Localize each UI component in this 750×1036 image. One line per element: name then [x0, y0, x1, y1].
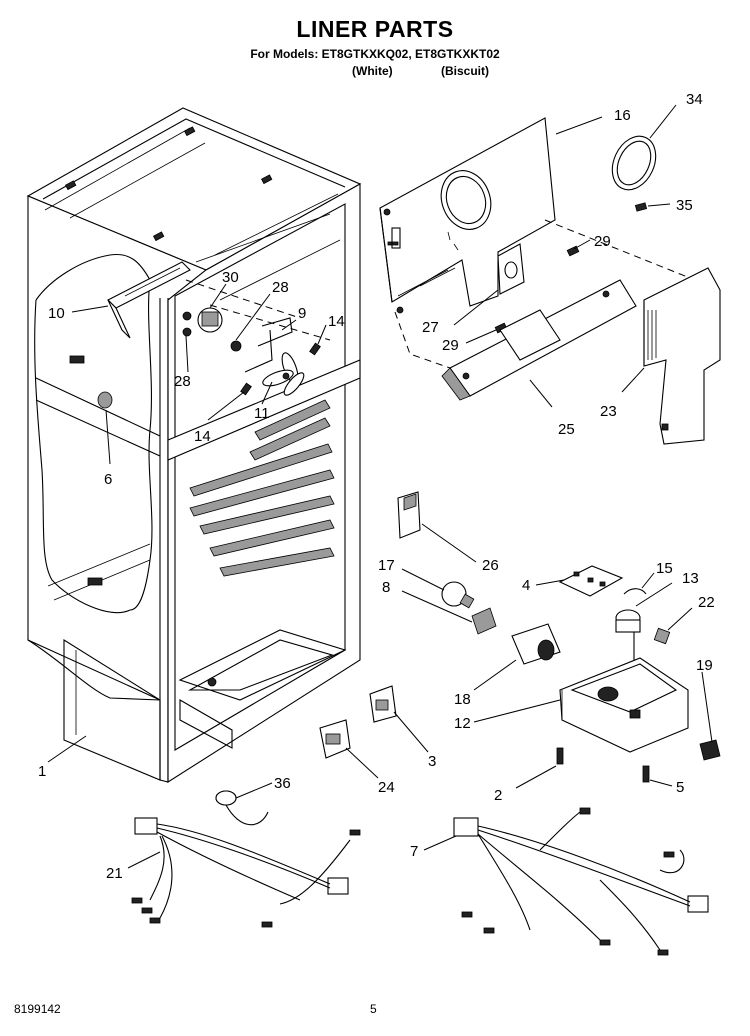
callout-27: 27	[422, 319, 439, 336]
models-line: For Models: ET8GTKXKQ02, ET8GTKXKT02	[250, 47, 500, 61]
upper-parts	[97, 261, 331, 409]
callout-2: 2	[494, 787, 502, 804]
callout-7: 7	[410, 843, 418, 860]
callout-29-lower: 29	[442, 337, 459, 354]
air-duct	[441, 279, 637, 401]
callout-labels: 34 16 35 29 27 29 25 23 10 30 28 9 14 28…	[38, 91, 715, 882]
callout-28-lower: 28	[174, 373, 191, 390]
switch-part	[397, 491, 421, 539]
callout-8: 8	[382, 579, 390, 596]
harness-21	[131, 790, 361, 928]
callout-35: 35	[676, 197, 693, 214]
connector-3	[369, 685, 397, 723]
callout-5: 5	[676, 779, 684, 796]
callout-22: 22	[698, 594, 715, 611]
callout-29-upper: 29	[594, 233, 611, 250]
callout-34: 34	[686, 91, 703, 108]
control-board	[558, 565, 624, 597]
callout-4: 4	[522, 577, 530, 594]
evaporator-cover	[379, 117, 556, 314]
callout-10: 10	[48, 305, 65, 322]
control-housing	[559, 657, 689, 753]
fan-blade	[262, 352, 305, 396]
callout-12: 12	[454, 715, 471, 732]
callout-17: 17	[378, 557, 395, 574]
fan-ring	[611, 135, 657, 191]
callout-21: 21	[106, 865, 123, 882]
callout-19: 19	[696, 657, 713, 674]
shelf-rails	[189, 399, 335, 577]
callout-18: 18	[454, 691, 471, 708]
callout-30: 30	[222, 269, 239, 286]
callout-9: 9	[298, 305, 306, 322]
callout-25: 25	[558, 421, 575, 438]
thermostat	[615, 609, 641, 670]
light-shield	[511, 623, 561, 665]
callout-28-upper: 28	[272, 279, 289, 296]
variant-biscuit: (Biscuit)	[441, 64, 489, 78]
callout-26: 26	[482, 557, 499, 574]
harness-7	[453, 807, 709, 956]
callout-3: 3	[428, 753, 436, 770]
variant-white: (White)	[352, 64, 393, 78]
connector-24	[319, 719, 351, 759]
callout-15: 15	[656, 560, 673, 577]
page-number: 5	[370, 1002, 377, 1016]
leader-lines	[47, 104, 713, 869]
callout-36: 36	[274, 775, 291, 792]
callout-14-left: 14	[194, 428, 211, 445]
liner-cabinet	[26, 107, 362, 784]
page-title: LINER PARTS	[296, 16, 454, 42]
callout-16: 16	[614, 107, 631, 124]
side-duct	[643, 267, 721, 445]
doc-number: 8199142	[14, 1002, 61, 1016]
connector-36	[215, 790, 237, 806]
bulb	[441, 581, 475, 609]
callout-1: 1	[38, 763, 46, 780]
callout-24: 24	[378, 779, 395, 796]
callout-14-right: 14	[328, 313, 345, 330]
callout-6: 6	[104, 471, 112, 488]
callout-23: 23	[600, 403, 617, 420]
callout-11: 11	[254, 405, 270, 422]
callout-13: 13	[682, 570, 699, 587]
